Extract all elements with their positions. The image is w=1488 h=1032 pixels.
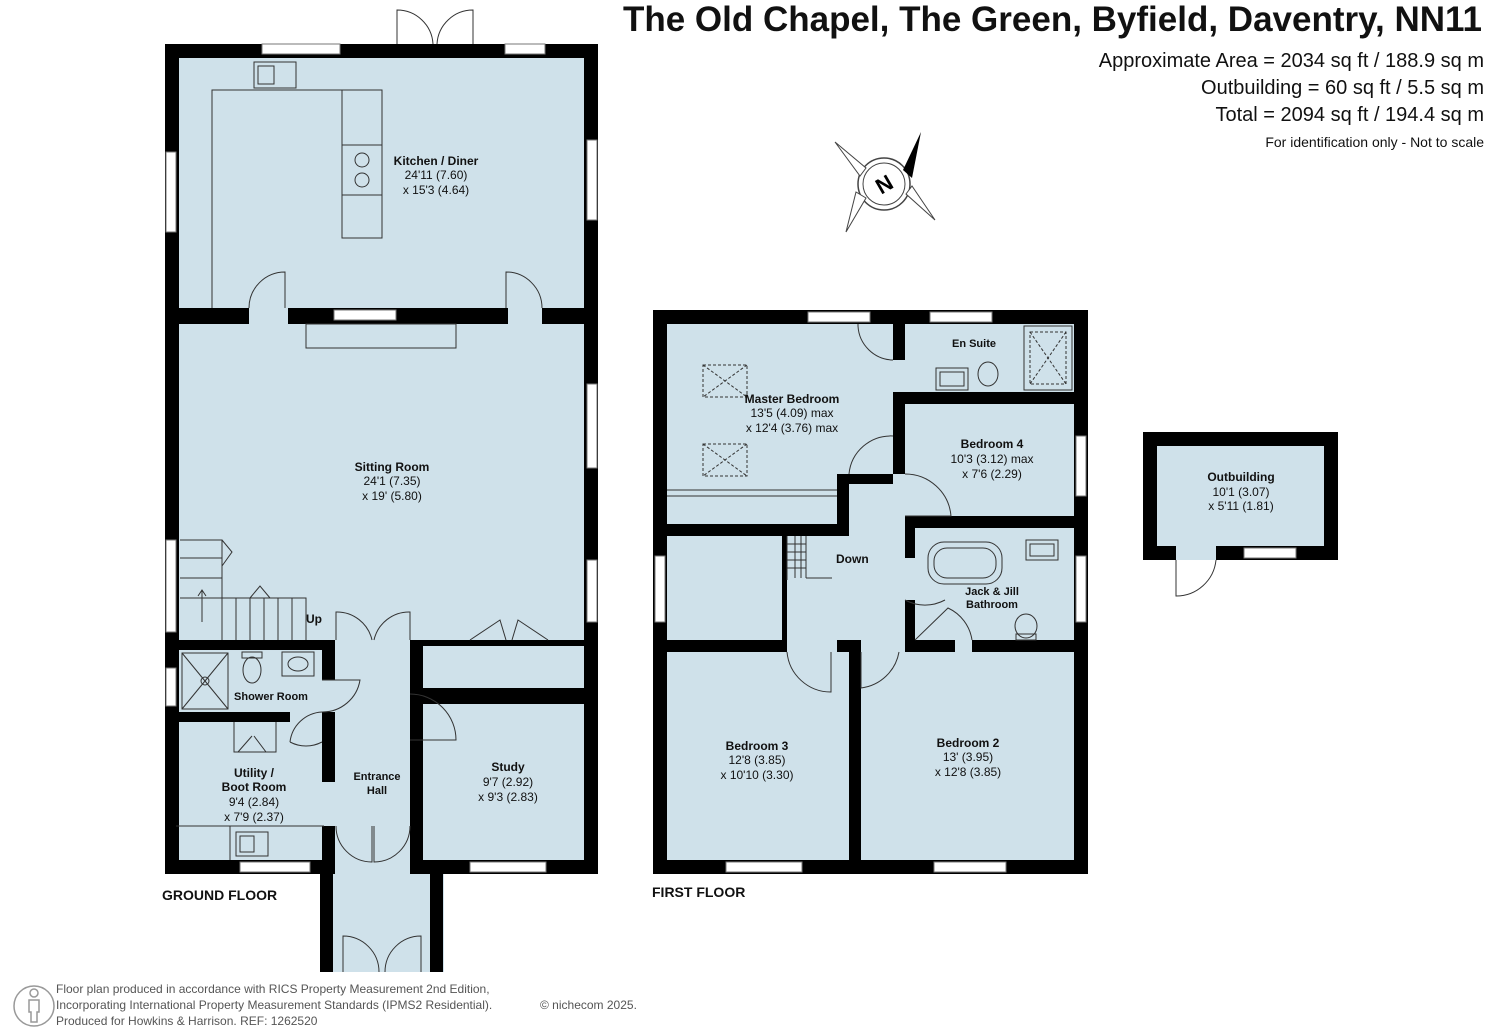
room-study-dim: x 9'3 (2.83) [478,790,538,804]
footer-line: Produced for Howkins & Harrison. REF: 12… [56,1014,318,1028]
hob-icon [341,144,383,196]
staircase [786,536,832,580]
outbuilding-area: Outbuilding = 60 sq ft / 5.5 sq m [1201,77,1484,99]
page-title: The Old Chapel, The Green, Byfield, Dave… [622,0,1482,39]
sink-icon [253,61,297,89]
room-bed4-dim: x 7'6 (2.29) [962,467,1022,481]
ground-floor-plan [165,9,598,973]
room-outbuilding-name: Outbuilding [1207,470,1274,484]
window [933,861,1007,873]
toilet-icon [977,361,999,387]
ground-floor-label: GROUND FLOOR [162,887,278,903]
room-kitchen-name: Kitchen / Diner [394,154,479,168]
window [165,151,177,233]
room-ensuite-name: En Suite [952,338,996,350]
window [1243,547,1297,559]
room-bed4-name: Bedroom 4 [961,437,1024,451]
window [654,555,666,623]
window [586,139,598,221]
room-kitchen-dim: 24'11 (7.60) [405,168,468,182]
room-study-dim: 9'7 (2.92) [483,775,533,789]
window [261,43,341,55]
room-bed2-dim: x 12'8 (3.85) [935,765,1001,779]
window [239,861,311,873]
room-jj-name: Jack & Jill [965,586,1019,598]
shower-tray [1023,325,1073,391]
utility-sink [235,831,269,857]
room-jj-name: Bathroom [966,599,1018,611]
bathtub-icon [927,541,1003,585]
door [1175,559,1217,597]
skylight [702,364,748,398]
door [248,271,286,309]
window [586,383,598,469]
outbuilding-plan [1143,432,1338,597]
basin-icon [281,651,315,677]
stairs-up-label: Up [306,612,322,626]
room-hall-name: Hall [367,785,387,797]
room-bed3-name: Bedroom 3 [726,739,789,753]
window [469,861,547,873]
room-kitchen-dim: x 15'3 (4.64) [403,183,469,197]
room-master-name: Master Bedroom [745,392,840,406]
toilet-icon [242,656,262,684]
person-icon [13,985,55,1027]
room-bed4-dim: 10'3 (3.12) max [951,452,1034,466]
identification-note: For identification only - Not to scale [1265,134,1484,150]
window [807,311,871,323]
first-floor-label: FIRST FLOOR [652,884,746,900]
stairs-down-label: Down [836,552,869,566]
window [1075,435,1087,497]
shower-tray [181,652,229,710]
room-outbuilding-dim: 10'1 (3.07) [1213,485,1270,499]
footer-line: Floor plan produced in accordance with R… [56,982,490,996]
toilet-icon [1014,613,1038,639]
room-outbuilding-dim: x 5'11 (1.81) [1208,499,1273,513]
skylight [702,443,748,477]
staircase [180,539,307,640]
window [504,43,546,55]
window [1075,555,1087,623]
window [586,559,598,623]
wardrobe [667,489,837,497]
copyright: © nichecom 2025. [540,998,637,1012]
room-bed2-name: Bedroom 2 [937,736,1000,750]
room-bed2-dim: 13' (3.95) [943,750,993,764]
room-utility-dim: 9'4 (2.84) [229,795,279,809]
basin-icon [1025,539,1059,561]
door [857,324,894,361]
room-utility-dim: x 7'9 (2.37) [224,810,284,824]
north-compass-icon: N [834,132,936,233]
window [165,539,177,633]
room-master-dim: x 12'4 (3.76) max [746,421,838,435]
room-shower-name: Shower Room [234,691,308,703]
room-master-dim: 13'5 (4.09) max [751,406,834,420]
room-bed3-dim: x 10'10 (3.30) [720,768,793,782]
basin-icon [935,367,969,391]
room-study-name: Study [491,760,525,774]
room-sitting-name: Sitting Room [355,460,430,474]
room-sitting-dim: x 19' (5.80) [362,489,422,503]
french-door [396,9,434,45]
room-hall-name: Entrance [353,771,400,783]
room-utility-name: Boot Room [222,780,287,794]
first-floor-plan [653,310,1088,874]
room-sitting-dim: 24'1 (7.35) [364,474,421,488]
fireplace [305,323,457,349]
approximate-area: Approximate Area = 2034 sq ft / 188.9 sq… [1098,50,1484,72]
window [725,861,803,873]
room-utility-name: Utility / [234,766,275,780]
room-bed3-dim: 12'8 (3.85) [729,753,786,767]
window [165,667,177,707]
total-area: Total = 2094 sq ft / 194.4 sq m [1215,104,1485,126]
window [929,311,993,323]
window [333,309,397,321]
footer-line: Incorporating International Property Mea… [56,998,493,1012]
